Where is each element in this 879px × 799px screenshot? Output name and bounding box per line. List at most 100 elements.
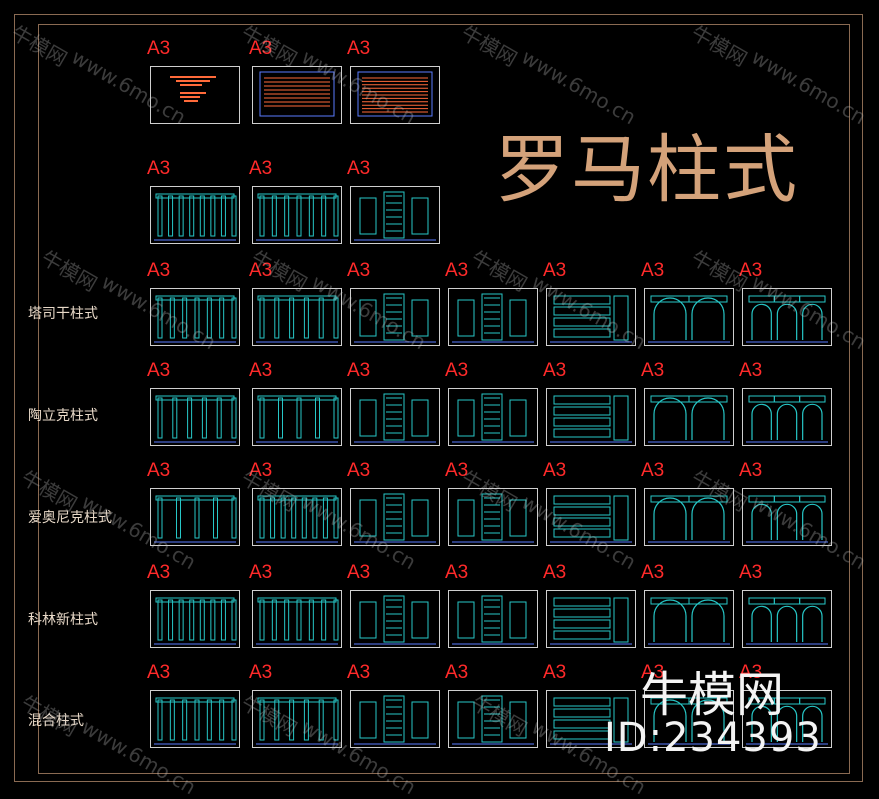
drawing-sheet[interactable]: A3 <box>147 460 240 546</box>
drawing-sheet[interactable]: A3 <box>641 562 734 648</box>
row-label-1: 塔司干柱式 <box>28 306 98 322</box>
drawing-sheet[interactable]: A3 <box>147 562 240 648</box>
sheet-drawing-preview <box>256 597 339 645</box>
sheet-drawing-preview <box>452 695 534 745</box>
sheet-size-label: A3 <box>147 360 171 381</box>
sheet-drawing-preview <box>746 295 828 343</box>
drawing-sheet[interactable]: A3 <box>249 158 342 244</box>
drawing-sheet[interactable]: A3 <box>347 260 440 346</box>
drawing-sheet[interactable]: A3 <box>739 360 832 446</box>
sheet-frame <box>252 288 342 346</box>
sheet-drawing-preview <box>452 493 534 543</box>
sheet-size-label: A3 <box>641 562 665 583</box>
sheet-drawing-preview <box>256 395 339 443</box>
sheet-drawing-preview <box>550 495 632 543</box>
drawing-sheet[interactable]: A3 <box>347 662 440 748</box>
sheet-drawing-preview <box>354 493 436 543</box>
sheet-frame <box>742 288 832 346</box>
drawing-sheet[interactable]: A3 <box>543 662 636 748</box>
sheet-drawing-preview <box>357 71 433 117</box>
sheet-size-label: A3 <box>445 662 469 683</box>
sheet-frame <box>742 388 832 446</box>
drawing-sheet[interactable]: A3 <box>445 360 538 446</box>
sheet-drawing-preview <box>354 393 436 443</box>
sheet-size-label: A3 <box>347 38 371 59</box>
drawing-sheet[interactable]: A3 <box>739 260 832 346</box>
drawing-sheet[interactable]: A3 <box>543 260 636 346</box>
drawing-sheet[interactable]: A3 <box>147 662 240 748</box>
sheet-size-label: A3 <box>147 460 171 481</box>
drawing-sheet[interactable]: A3 <box>347 460 440 546</box>
drawing-sheet[interactable]: A3 <box>347 562 440 648</box>
drawing-sheet[interactable]: A3 <box>543 562 636 648</box>
sheet-frame <box>252 66 342 124</box>
drawing-sheet[interactable]: A3 <box>739 460 832 546</box>
drawing-sheet[interactable]: A3 <box>641 662 734 748</box>
sheet-drawing-preview <box>354 191 436 241</box>
drawing-sheet[interactable]: A3 <box>249 562 342 648</box>
drawing-sheet[interactable]: A3 <box>543 360 636 446</box>
sheet-drawing-preview <box>648 395 730 443</box>
sheet-drawing-preview <box>746 495 828 543</box>
drawing-sheet[interactable]: A3 <box>543 460 636 546</box>
drawing-sheet[interactable]: A3 <box>445 562 538 648</box>
row-label-5: 混合柱式 <box>28 713 84 729</box>
drawing-sheet[interactable]: A3 <box>249 460 342 546</box>
sheet-size-label: A3 <box>347 562 371 583</box>
drawing-sheet[interactable]: A3 <box>445 662 538 748</box>
sheet-size-label: A3 <box>249 260 273 281</box>
drawing-sheet[interactable]: A3 <box>347 38 440 124</box>
row-label-2: 陶立克柱式 <box>28 408 98 424</box>
drawing-sheet[interactable]: A3 <box>249 260 342 346</box>
drawing-sheet[interactable]: A3 <box>147 158 240 244</box>
sheet-size-label: A3 <box>739 360 763 381</box>
sheet-size-label: A3 <box>445 562 469 583</box>
sheet-frame <box>546 690 636 748</box>
sheet-size-label: A3 <box>249 158 273 179</box>
sheet-frame <box>742 590 832 648</box>
sheet-drawing-preview <box>550 597 632 645</box>
sheet-drawing-preview <box>259 71 335 117</box>
drawing-sheet[interactable]: A3 <box>739 662 832 748</box>
drawing-sheet[interactable]: A3 <box>249 38 342 124</box>
sheet-drawing-preview <box>354 293 436 343</box>
drawing-sheet[interactable]: A3 <box>445 460 538 546</box>
sheet-size-label: A3 <box>543 360 567 381</box>
sheet-drawing-preview <box>452 595 534 645</box>
sheet-drawing-preview <box>550 295 632 343</box>
sheet-drawing-preview <box>550 395 632 443</box>
drawing-sheet[interactable]: A3 <box>249 662 342 748</box>
drawing-sheet[interactable]: A3 <box>739 562 832 648</box>
drawing-sheet[interactable]: A3 <box>147 38 240 124</box>
sheet-size-label: A3 <box>249 562 273 583</box>
sheet-size-label: A3 <box>445 360 469 381</box>
sheet-size-label: A3 <box>249 460 273 481</box>
sheet-size-label: A3 <box>347 662 371 683</box>
sheet-drawing-preview <box>648 295 730 343</box>
drawing-sheet[interactable]: A3 <box>641 360 734 446</box>
sheet-drawing-preview <box>154 193 237 241</box>
sheet-drawing-preview <box>256 495 339 543</box>
sheet-size-label: A3 <box>147 158 171 179</box>
sheet-size-label: A3 <box>739 460 763 481</box>
drawing-sheet[interactable]: A3 <box>641 260 734 346</box>
drawing-border-outer <box>14 14 863 782</box>
drawing-sheet[interactable]: A3 <box>147 360 240 446</box>
sheet-size-label: A3 <box>347 158 371 179</box>
sheet-size-label: A3 <box>147 260 171 281</box>
sheet-size-label: A3 <box>347 360 371 381</box>
sheet-size-label: A3 <box>347 460 371 481</box>
sheet-frame <box>546 388 636 446</box>
brand-mark-name: 牛模网 <box>640 667 785 723</box>
drawing-border-inner <box>38 24 850 774</box>
drawing-sheet[interactable]: A3 <box>147 260 240 346</box>
row-label-4: 科林新柱式 <box>28 612 98 628</box>
drawing-sheet[interactable]: A3 <box>249 360 342 446</box>
drawing-sheet[interactable]: A3 <box>445 260 538 346</box>
drawing-sheet[interactable]: A3 <box>641 460 734 546</box>
sheet-size-label: A3 <box>249 38 273 59</box>
drawing-sheet[interactable]: A3 <box>347 360 440 446</box>
drawing-sheet[interactable]: A3 <box>347 158 440 244</box>
sheet-drawing-preview <box>648 495 730 543</box>
